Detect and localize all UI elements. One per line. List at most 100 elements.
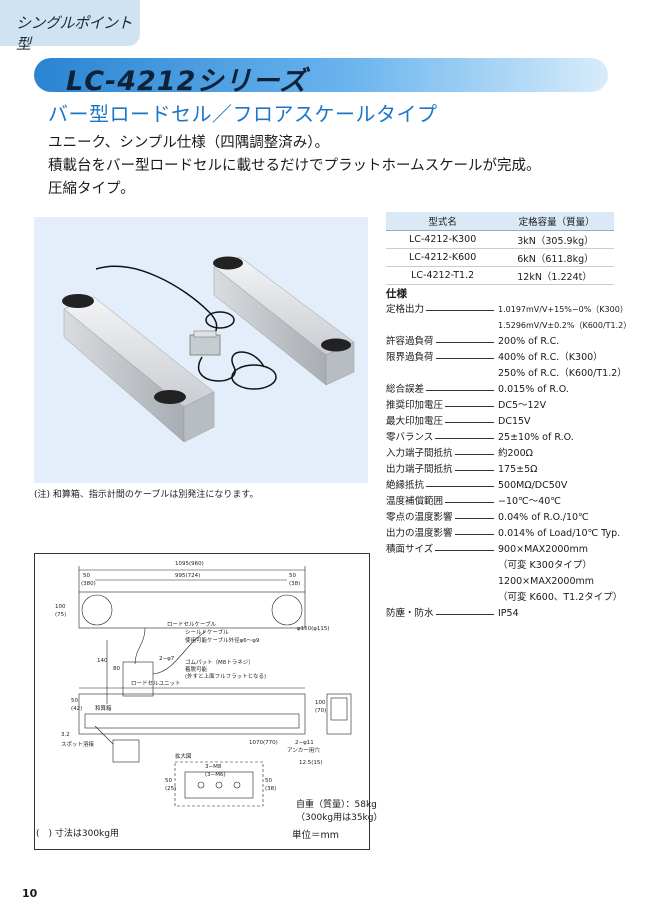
capacity-cell: 12kN（1.224t） [499,266,614,285]
spec-leader-line [435,614,494,615]
spec-label: 絶縁抵抗 [386,480,425,491]
paren-note: ( ) 寸法は300kg用 [36,829,119,839]
spec-value: 250% of R.C.（K600/T1.2） [498,368,627,379]
dim-label: 140 [97,658,108,664]
drawing-label: 和算箱 [95,704,112,712]
spec-label: 零点の温度影響 [386,512,453,523]
spec-row: 零バランス 25±10% of R.O. [386,430,626,446]
dim-label: 3.2 [61,732,70,738]
spec-label: 定格出力 [386,304,425,315]
drawing-label: 着脱可能 [185,665,208,673]
drawing-label: ゴムパット（M8トラネジ） [185,658,254,666]
spec-value: IP54 [498,608,519,619]
dim-label: (75) [55,612,66,618]
capacity-cell: 6kN（611.8kg） [499,248,614,267]
weight-line: （300kg用は35kg） [296,813,383,823]
spec-value: 500MΩ/DC50V [498,480,568,491]
dim-label: (25) [165,786,176,792]
spec-label: 総合誤差 [386,384,425,395]
spec-row: 定格出力 1.0197mV/V+15%−0%（K300） 1.5296mV/V±0.… [386,302,631,330]
spec-value: （可変 K300タイプ） [498,560,592,571]
spec-row: 防塵・防水 IP54 [386,606,626,622]
spec-row: 総合誤差 0.015% of R.O. [386,382,626,398]
spec-value: 0.04% of R.O./10℃ [498,512,589,523]
spec-label: 積面サイズ [386,544,434,555]
dim-label: (70) [315,708,326,714]
model-name-cell: LC-4212-T1.2 [386,266,500,285]
drawing-label: 使用可能ケーブル外径φ6〜φ9 [185,636,260,644]
spec-leader-line [445,422,494,423]
drawing-label: アンカー用穴 [287,746,320,754]
dim-label: φ150(φ115) [297,626,330,632]
spec-value: 25±10% of R.O. [498,432,574,443]
intro-line: 積載台をバー型ロードセルに載せるだけでプラットホームスケールが完成。 [48,158,541,174]
spec-label: 温度補償範囲 [386,496,444,507]
spec-leader-line [435,358,494,359]
spec-leader-line [426,486,494,487]
spec-value: 0.015% of R.O. [498,384,569,395]
dim-label: 50 [83,573,90,579]
table-header-cell: 定格容量（質量） [499,212,614,231]
spec-heading: 仕様 [386,288,407,300]
spec-label: 零バランス [386,432,434,443]
spec-label: 入力端子間抵抗 [386,448,453,459]
spec-leader-line [426,310,494,311]
spec-row: 出力の温度影響 0.014% of Load/10℃ Typ. [386,526,626,542]
spec-leader-line [445,502,494,503]
spec-value: −10℃〜40℃ [498,496,561,507]
spec-label: 出力端子間抵抗 [386,464,453,475]
spec-value: 1.0197mV/V+15%−0%（K300） [498,305,628,314]
spec-value: 1.5296mV/V±0.2%（K600/T1.2） [498,321,632,330]
dim-label: 50 [165,778,172,784]
category-tab-label: シングルポイント型 [16,14,133,53]
model-name-cell: LC-4212-K600 [386,248,500,267]
dim-label: 12.5(15) [299,760,323,766]
drawing-label: (外すと上面フルフラットとなる) [185,672,266,680]
spec-label: 許容過負荷 [386,336,434,347]
table-header-row: 型式名 定格容量（質量） [386,212,614,231]
dimension-drawing-svg: 1095(960) 995(724) 50 (380) 50 (38) 100 … [55,561,352,807]
models-table: 型式名 定格容量（質量） LC-4212-K300 3kN（305.9kg） L… [386,212,614,285]
spec-value: DC15V [498,416,531,427]
drawing-label: 3−M8 [205,764,222,770]
drawing-label: シールドケーブル [185,628,229,636]
spec-leader-line [435,550,494,551]
intro-line: 圧縮タイプ。 [48,181,135,197]
capacity-cell: 3kN（305.9kg） [499,230,614,249]
spec-value: 175±5Ω [498,464,538,475]
dim-label: (38) [265,786,276,792]
model-name-cell: LC-4212-K300 [386,230,500,249]
weight-line: 自重（質量）：58kg [296,800,377,810]
table-row: LC-4212-K300 3kN（305.9kg） [386,230,614,249]
page-number: 10 [22,887,38,900]
spec-value: 1200×MAX2000mm [498,576,595,587]
spec-label: 最大印加電圧 [386,416,444,427]
drawing-label: 2−φ7 [159,656,175,662]
drawing-label: 2−φ11 [295,740,314,746]
dim-label: 80 [113,666,120,672]
spec-row: 出力端子間抵抗 175±5Ω [386,462,626,478]
spec-row: 許容過負荷 200% of R.C. [386,334,626,350]
spec-value: 200% of R.C. [498,336,560,347]
spec-leader-line [454,470,494,471]
dim-label: 50 [289,573,296,579]
spec-label: 出力の温度影響 [386,528,453,539]
drawing-label: ロードセルユニット [131,680,181,687]
spec-value: 0.014% of Load/10℃ Typ. [498,528,621,539]
dimension-drawing: 1095(960) 995(724) 50 (380) 50 (38) 100 … [34,553,370,850]
spec-leader-line [454,534,494,535]
spec-row: 絶縁抵抗 500MΩ/DC50V [386,478,626,494]
dim-label: 100 [55,604,66,610]
spec-label: 防塵・防水 [386,608,434,619]
spec-value: DC5〜12V [498,400,547,411]
table-row: LC-4212-K600 6kN（611.8kg） [386,248,614,267]
page-title: LC-4212シリーズ [66,66,308,92]
dim-label: (42) [71,706,82,712]
units-label: 単位＝mm [292,830,340,841]
dim-label: 1070(770) [249,740,278,746]
spec-row: 入力端子間抵抗約200Ω [386,446,626,462]
load-cell-illustration [62,256,355,443]
